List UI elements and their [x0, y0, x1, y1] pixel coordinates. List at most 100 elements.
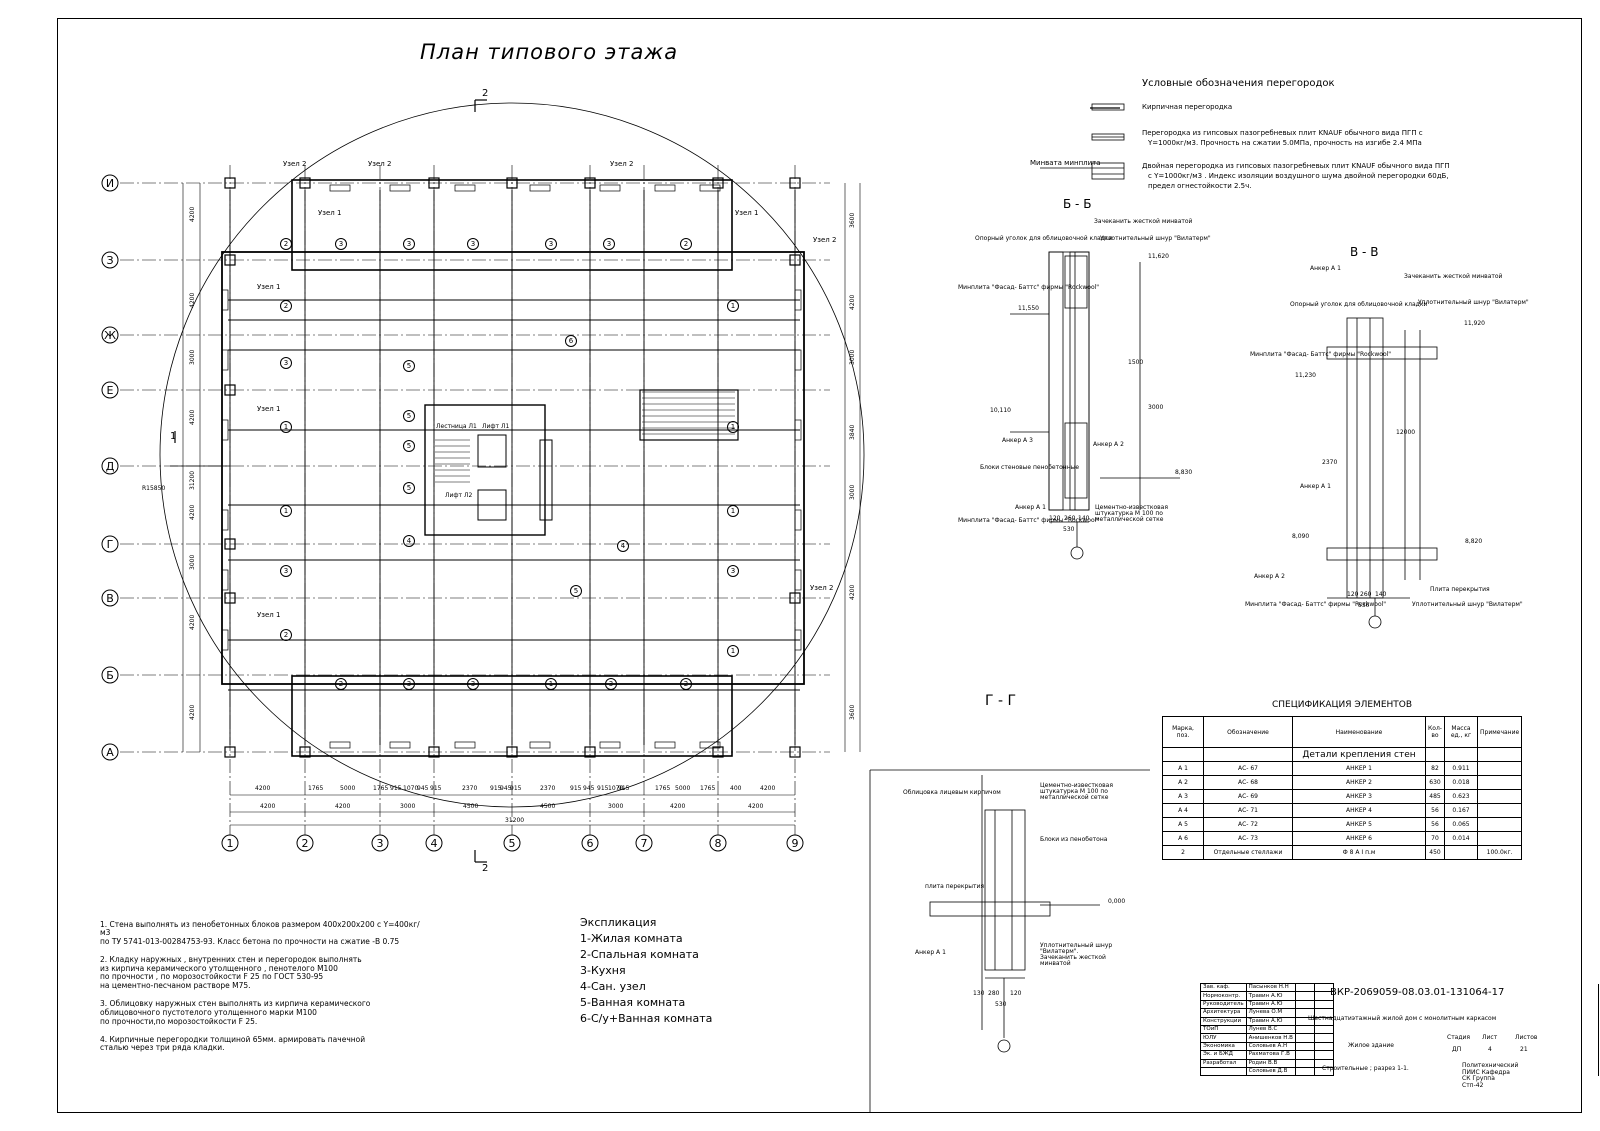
dimension-text: 400 — [730, 785, 742, 792]
spec-cell — [1476, 803, 1523, 818]
stamp-sign — [1294, 999, 1315, 1010]
dimension-text: 945 — [500, 785, 512, 792]
dimension-text: 3600 — [849, 704, 856, 720]
gg-dim-130: 130 — [973, 990, 985, 997]
spec-cell: АС- 69 — [1203, 789, 1293, 804]
room-number: 5 — [570, 585, 582, 597]
sheet-title: Строительные ; разрез 1-1. — [1322, 1065, 1409, 1072]
section-cut-2-bottom: 2 — [482, 863, 489, 874]
dimension-text: 31200 — [505, 817, 525, 824]
dimension-text: 1070 — [403, 785, 419, 792]
stamp-sign — [1294, 1066, 1315, 1077]
bb-label-shnur: Уплотнительный шнур "Вилатерм" — [1100, 235, 1211, 242]
note-4: 4. Кирпичные перегородки толщиной 65мм. … — [100, 1034, 366, 1053]
vv-label-4: Уплотнительный шнур "Вилатерм" — [1418, 299, 1529, 306]
gg-label-6: Уплотнительный шнур "Вилатерм". Зачекани… — [1040, 942, 1113, 967]
room-number: 2 — [280, 300, 292, 312]
dimension-text: 945 — [417, 785, 429, 792]
stamp-blank — [1332, 991, 1599, 1001]
col-axis-bubble: 2 — [296, 834, 314, 852]
vv-dim-5: 140 — [1375, 591, 1387, 598]
dimension-text: 3000 — [189, 554, 196, 570]
spec-cell — [1444, 845, 1478, 860]
room-number: 6 — [565, 335, 577, 347]
spec-cell: АС- 68 — [1203, 775, 1293, 790]
dimension-text: 4200 — [260, 803, 276, 810]
legend-item-3: Двойная перегородка из гипсовых пазогреб… — [1142, 162, 1450, 170]
bb-label-opor: Опорный уголок для облицовочной кладки — [975, 235, 1113, 242]
stamp-blank — [1332, 1008, 1599, 1018]
section-gg-drawing — [929, 775, 1100, 1053]
stamp-blank — [1332, 1033, 1599, 1043]
dimension-text: 1070 — [608, 785, 624, 792]
spec-cell: 56 — [1425, 803, 1445, 818]
spec-cell — [1476, 789, 1523, 804]
row-axis-bubble: З — [101, 251, 119, 269]
bb-label-minplita2: Минплита "Фасад- Баттс" фирмы "Rockwool" — [958, 517, 1100, 524]
stamp-role: Конструкции — [1200, 1016, 1247, 1026]
stage-header: Стадия — [1447, 1034, 1471, 1041]
dimension-text: 4200 — [849, 584, 856, 600]
doc-code: ВКР-2069059-08.03.01-131064-17 — [1330, 987, 1505, 998]
stamp-blank — [1332, 1025, 1599, 1034]
spec-cell: А 5 — [1162, 817, 1204, 832]
dimension-text: 2370 — [462, 785, 478, 792]
row-axis-bubble: Б — [101, 666, 119, 684]
spec-cell: 2 — [1162, 845, 1204, 860]
dimension-text: 5000 — [340, 785, 356, 792]
spec-group: Детали крепления стен — [1292, 747, 1426, 762]
spec-cell: 0.623 — [1444, 789, 1478, 804]
room-number: 4 — [617, 540, 629, 552]
vv-label-2: Зачеканить жесткой минватой — [1404, 273, 1503, 280]
vv-label-11: Анкер А 2 — [1254, 573, 1285, 580]
stage-value: ДП — [1452, 1046, 1462, 1053]
col-axis-label: 9 — [792, 837, 799, 850]
spec-cell: 0.911 — [1444, 761, 1478, 776]
vv-label-1: Анкер А 1 — [1310, 265, 1341, 272]
dimension-text: 4200 — [335, 803, 351, 810]
stamp-person: Травин А.Ю — [1245, 1016, 1296, 1026]
vv-dim-1: 2370 — [1322, 459, 1338, 466]
col-axis-bubble: 8 — [709, 834, 727, 852]
spec-header: Кол-во — [1425, 716, 1445, 748]
stamp-sign — [1294, 991, 1315, 1001]
dimension-text: 4500 — [540, 803, 556, 810]
project-name: Шестнадцатиэтажный жилой дом с монолитны… — [1308, 1015, 1497, 1022]
bb-dim-1500: 1500 — [1128, 359, 1144, 366]
stamp-sign — [1294, 1041, 1315, 1052]
stamp-blank — [1332, 983, 1599, 992]
spec-cell: АНКЕР 2 — [1292, 775, 1426, 790]
stamp-person: Соловьев Д.В — [1245, 1066, 1296, 1077]
spec-cell: Ф 8 А I п.м — [1292, 845, 1426, 860]
plan-title: План типового этажа — [420, 40, 679, 64]
bb-dim-530: 530 — [1063, 526, 1075, 533]
dimension-text: 915 — [490, 785, 502, 792]
section-cut-2-top: 2 — [482, 88, 489, 99]
stamp-date — [1313, 1050, 1334, 1060]
room-number: 1 — [727, 505, 739, 517]
uzel-1-label-a: Узел 1 — [257, 283, 281, 291]
stamp-role: ЮЛУ — [1200, 1033, 1247, 1043]
dimension-text: 4500 — [463, 803, 479, 810]
row-axis-label: Ж — [104, 329, 116, 342]
dimension-text: 3000 — [400, 803, 416, 810]
explication-item: 6-С/у+Ванная комната — [580, 1011, 713, 1025]
radius-label: R15850 — [142, 485, 166, 492]
bb-label-ankera2: Анкер А 2 — [1093, 441, 1124, 448]
uzel-2-label-e: Узел 2 — [283, 160, 307, 168]
spec-cell: А 1 — [1162, 761, 1204, 776]
row-axis-label: Е — [107, 384, 114, 397]
room-number: 2 — [280, 238, 292, 250]
general-notes: 1. Стена выполнять из пенобетонных блоко… — [100, 912, 430, 1063]
gg-label-4: плита перекрытия — [925, 883, 985, 890]
col-axis-bubble: 4 — [425, 834, 443, 852]
stamp-blank — [1332, 1000, 1599, 1009]
legend-item-3c: предел огнестойкости 2.5ч. — [1148, 182, 1252, 190]
room-number: 1 — [727, 645, 739, 657]
legend-item-3b: с Y=1000кг/м3 . Индекс изоляции воздушно… — [1148, 172, 1449, 180]
